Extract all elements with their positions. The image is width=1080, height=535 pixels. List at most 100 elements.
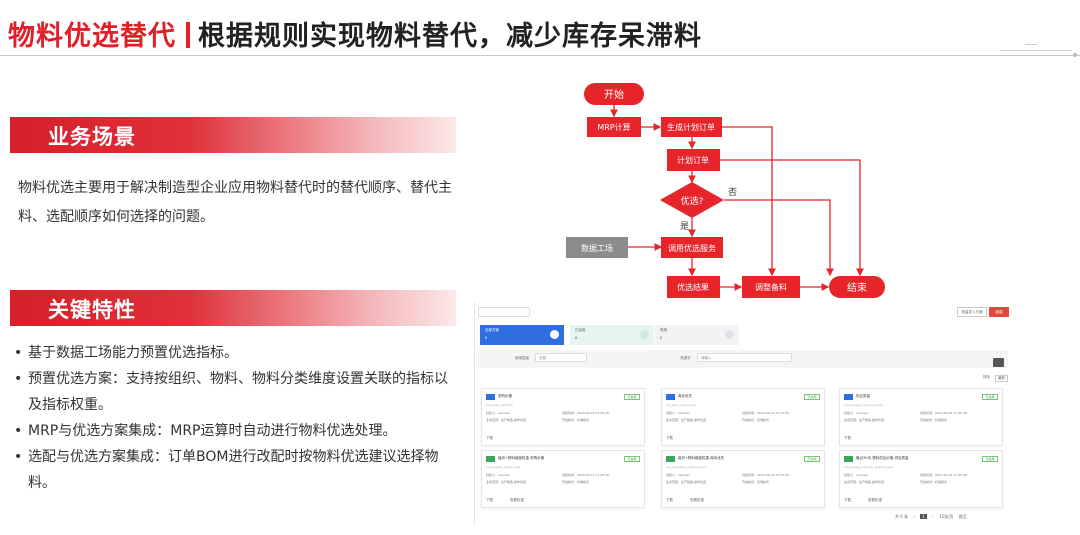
plan-card[interactable]: 库存优先 inv_plan_option_top 已启用 创建人：xxxuser…: [661, 388, 825, 446]
flowchart: 开始 MRP计算 生成计划订单 计划订单 优选? 否 是 数据工场 调用优选服务…: [560, 78, 900, 308]
card-download[interactable]: 下载: [486, 436, 493, 440]
import-button[interactable]: 批量导入方案: [957, 307, 987, 317]
pagination: 共 6 条 ‹ 1 › 12条/页 跳至: [895, 514, 971, 520]
add-button[interactable]: 新建: [989, 307, 1009, 317]
card-tag-icon: [844, 394, 853, 400]
stat-icon: [725, 330, 734, 339]
pager-current-page[interactable]: 1: [920, 514, 927, 519]
card-creator: 创建人：xxxuser: [666, 411, 690, 415]
label-yes: 是: [680, 221, 689, 232]
sort-label: 排序: [983, 375, 990, 379]
title-divider: [186, 22, 190, 48]
stat-card-disabled[interactable]: 停用 0: [655, 325, 739, 345]
card-name: 组织+物料维度权重-采购价格: [498, 456, 545, 460]
node-plan-order: [661, 117, 722, 137]
feature-list: 基于数据工场能力预置优选指标。 预置优选方案：支持按组织、物料、物料分类维度设置…: [14, 340, 454, 496]
label-no: 否: [728, 187, 737, 198]
node-end: [829, 276, 885, 298]
card-scope: 业务范围：生产制造,操作优选: [844, 480, 884, 484]
header-deco-dot: [1073, 53, 1077, 57]
search-button[interactable]: [993, 358, 1004, 367]
stat-label: 已启用: [575, 328, 586, 332]
card-creator: 创建人：xxxuser: [486, 473, 510, 477]
card-creator: 创建人：xxxuser: [666, 473, 690, 477]
card-status: 已启用: [624, 394, 640, 400]
edge-plan-adjust: [722, 126, 776, 277]
node-end-label: 结束: [847, 281, 867, 294]
card-view-weight[interactable]: 查看权重: [690, 498, 704, 502]
card-download[interactable]: 下载: [844, 436, 851, 440]
plan-card[interactable]: 供应质量 sup_supply_option_quality 已启用 创建人：x…: [839, 388, 1003, 446]
card-name: 采购价格: [498, 394, 512, 398]
card-scope: 业务范围：生产制造,操作优选: [666, 418, 706, 422]
card-download[interactable]: 下载: [844, 498, 851, 502]
filter-search-input[interactable]: 请输入: [697, 353, 792, 362]
stat-value: 6: [575, 336, 578, 340]
stat-card-all[interactable]: 全部方案 6: [480, 325, 564, 345]
pager-jump[interactable]: 跳至: [958, 514, 967, 519]
card-name: 库存优先: [678, 394, 692, 398]
pager-next-icon[interactable]: ›: [932, 514, 934, 519]
card-view-weight[interactable]: 查看权重: [510, 498, 524, 502]
stat-card-enabled[interactable]: 已启用 6: [570, 325, 654, 345]
filter-select-level[interactable]: 全部: [535, 353, 587, 362]
card-download[interactable]: 下载: [666, 498, 673, 502]
card-status: 已启用: [804, 394, 820, 400]
card-tag-icon: [666, 456, 675, 462]
header-deco-line: [1000, 50, 1072, 51]
section-title-scenario: 业务场景: [48, 125, 136, 149]
node-call-service-label: 调用优选服务: [668, 243, 716, 253]
node-decision-label: 优选?: [681, 195, 704, 207]
node-plan-order2-label: 计划订单: [677, 155, 709, 165]
pager-prev-icon[interactable]: ‹: [913, 514, 915, 519]
card-time: 创建时间：2023-09-18 17:25:36: [562, 411, 609, 415]
card-download[interactable]: 下载: [486, 498, 493, 502]
node-call-service: [661, 237, 723, 258]
card-code: sup_supply_option_quality: [844, 403, 884, 407]
node-result-label: 优选结果: [677, 282, 709, 292]
node-mrp-label: MRP计算: [597, 122, 630, 132]
card-code: org_inventory_option_price: [666, 465, 707, 469]
edge-decision-no: [724, 199, 834, 277]
section-header-features: 关键特性: [10, 290, 456, 326]
node-plan-order2: [667, 149, 720, 171]
node-decision: [660, 182, 724, 218]
header-rule: [0, 55, 1080, 56]
node-adjust-label: 调整备料: [755, 282, 787, 292]
title-sub: 根据规则实现物料替代，减少库存呆滞料: [198, 21, 702, 52]
card-code: mrp_plan_option1: [486, 403, 513, 407]
card-status: 已启用: [624, 456, 640, 462]
stat-icon: [550, 330, 559, 339]
node-result: [667, 276, 720, 298]
card-creator: 创建人：xxxuser: [844, 473, 868, 477]
card-creator: 创建人：xxxuser: [486, 411, 510, 415]
org-select[interactable]: [478, 307, 530, 317]
card-mode: 开启模式：标准模式: [920, 480, 948, 484]
node-adjust: [742, 276, 800, 298]
plan-card[interactable]: 组织+物料维度权重-库存优先 org_inventory_option_pric…: [661, 450, 825, 508]
card-download[interactable]: 下载: [666, 436, 673, 440]
card-name: 供应质量: [856, 394, 870, 398]
sort-latest[interactable]: 最新: [995, 375, 1008, 382]
card-mode: 开启模式：标准模式: [562, 418, 590, 422]
edge-plan2-end: [720, 159, 864, 277]
page-title: 物料优选替代根据规则实现物料替代，减少库存呆滞料: [8, 14, 702, 53]
plan-card[interactable]: 采购价格 mrp_plan_option1 已启用 创建人：xxxuser 创建…: [481, 388, 645, 446]
stat-value: 0: [660, 336, 663, 340]
node-data-factory: [566, 237, 628, 258]
title-main: 物料优选替代: [8, 21, 176, 52]
node-data-factory-label: 数据工场: [581, 243, 613, 253]
node-start-label: 开始: [604, 88, 624, 101]
header-deco-line-small: [1025, 44, 1037, 45]
card-tag-icon: [844, 456, 853, 462]
pager-size-select[interactable]: 12条/页: [938, 514, 954, 519]
stat-label: 停用: [660, 328, 667, 332]
plan-card[interactable]: 组织+物料维度权重-采购价格 org_supply_option_top 已启用…: [481, 450, 645, 508]
plan-card[interactable]: 最近30天-物料供应价格-供应质量 org_supply_interval_qu…: [839, 450, 1003, 508]
card-code: org_supply_option_top: [486, 465, 520, 469]
card-view-weight[interactable]: 查看权重: [868, 498, 882, 502]
stat-value: 6: [485, 336, 488, 340]
card-time: 创建时间：2023-09-17 17:25:36: [562, 473, 609, 477]
card-time: 创建时间：2023-09-18 17:25:36: [920, 411, 967, 415]
feature-item: 选配与优选方案集成：订单BOM进行改配时按物料优选建议选择物料。: [14, 444, 454, 496]
